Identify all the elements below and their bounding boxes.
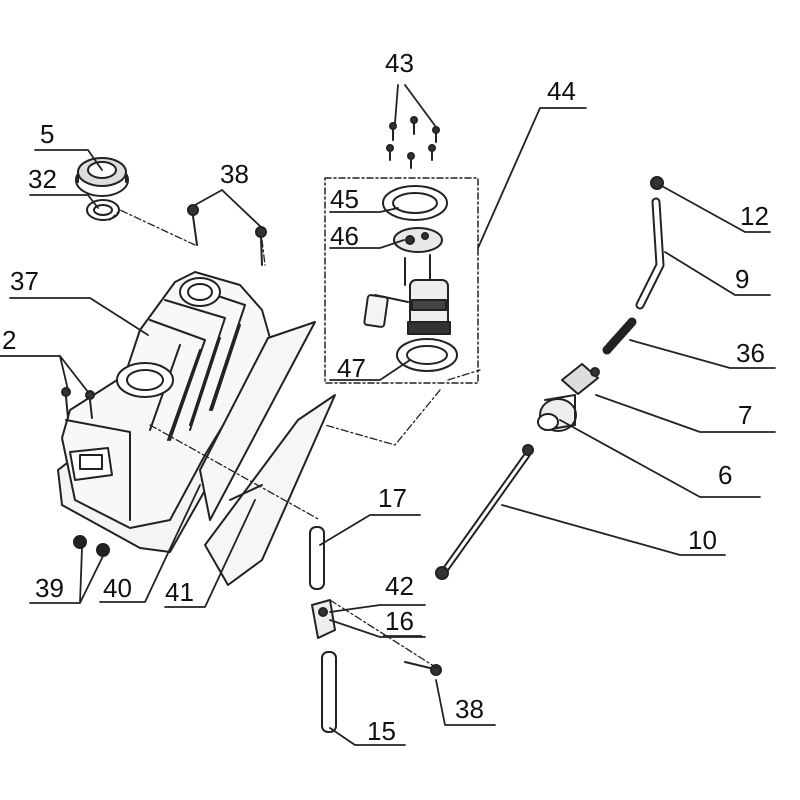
callout-10: 10 xyxy=(688,525,717,555)
callout-37: 37 xyxy=(10,266,39,296)
bolt-38-a xyxy=(187,204,199,246)
callout-2: 2 xyxy=(2,325,16,355)
fuel-pump xyxy=(363,254,451,335)
cap-gasket xyxy=(86,199,120,221)
fuel-tank xyxy=(57,271,281,553)
bolt-38-b xyxy=(255,226,267,266)
fuel-cap xyxy=(75,157,129,197)
pump-module-frame xyxy=(324,177,479,384)
callout-17: 17 xyxy=(378,483,407,513)
callout-46: 46 xyxy=(330,221,359,251)
assembly-lines xyxy=(109,209,481,671)
callout-9: 9 xyxy=(735,264,749,294)
clamp-42 xyxy=(311,599,336,639)
hose-10 xyxy=(435,444,534,580)
leader-lines xyxy=(0,84,776,746)
pump-gasket-45 xyxy=(382,185,448,221)
heat-shield-40 xyxy=(199,321,316,521)
hose-15 xyxy=(321,651,337,733)
hose-17 xyxy=(309,526,325,590)
callout-7: 7 xyxy=(738,400,752,430)
callout-47: 47 xyxy=(337,353,366,383)
callout-38-bottom: 38 xyxy=(455,694,484,724)
callout-42: 42 xyxy=(385,571,414,601)
nut-39-a xyxy=(73,535,87,549)
callout-39: 39 xyxy=(35,573,64,603)
spring-36 xyxy=(602,317,637,355)
callout-45: 45 xyxy=(330,184,359,214)
callout-43: 43 xyxy=(385,48,414,78)
callout-16: 16 xyxy=(385,606,414,636)
callout-labels: 43 44 5 32 38 45 46 47 12 9 37 2 36 7 6 … xyxy=(2,48,769,746)
callout-38-top: 38 xyxy=(220,159,249,189)
callout-32: 32 xyxy=(28,164,57,194)
callout-36: 36 xyxy=(736,338,765,368)
cap-12 xyxy=(650,176,664,190)
pump-seal-47 xyxy=(396,338,458,372)
bolt-2-b xyxy=(85,390,95,419)
callout-15: 15 xyxy=(367,716,396,746)
callout-41: 41 xyxy=(165,577,194,607)
screws-43 xyxy=(386,116,440,169)
fuel-filter-7 xyxy=(561,363,600,395)
filler-tube-9 xyxy=(635,197,665,310)
nut-39-b xyxy=(96,543,110,557)
callout-6: 6 xyxy=(718,460,732,490)
callout-12: 12 xyxy=(740,201,769,231)
callout-44: 44 xyxy=(547,76,576,106)
callout-40: 40 xyxy=(103,573,132,603)
callout-5: 5 xyxy=(40,119,54,149)
pump-flange-46 xyxy=(393,227,443,253)
bolt-38-c xyxy=(404,661,442,676)
